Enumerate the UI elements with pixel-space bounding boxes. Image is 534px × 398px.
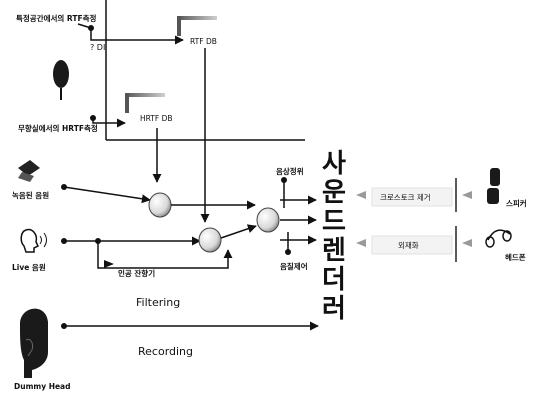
- reverb-arrowhead: [104, 260, 114, 268]
- renderer-char-1: 사: [322, 149, 346, 179]
- rtf-db-label: RTF DB: [190, 37, 217, 46]
- label-speaker: 스피커: [506, 198, 527, 208]
- speaker-icon: [487, 168, 500, 204]
- label-externalization: 외재화: [398, 240, 419, 250]
- output-crosstalk-row: 크로스토크 제거: [356, 178, 472, 212]
- recorded-sound-icon: [18, 160, 40, 182]
- renderer-char-2: 운: [322, 178, 346, 208]
- renderer-char-3: 드: [322, 207, 346, 237]
- rtf-db-icon: [177, 16, 217, 36]
- label-headphone: 헤드폰: [505, 252, 526, 262]
- output-externalization-row: 외재화: [356, 226, 472, 262]
- filter-node-3: [257, 208, 279, 232]
- hrtf-db-label: HRTF DB: [140, 114, 173, 123]
- label-rtf-measure: 특정공간에서의 RTF측정: [16, 13, 96, 23]
- label-position-control: 음상정위: [276, 166, 304, 176]
- label-source-tag: ? DI: [90, 43, 105, 52]
- renderer-char-5: 더: [322, 265, 346, 295]
- faint-arrow-icon-4: [462, 239, 472, 247]
- faint-arrow-icon-2: [462, 191, 472, 199]
- faint-arrow-icon-3: [356, 239, 366, 247]
- label-dummy-head: Dummy Head: [14, 382, 71, 391]
- hrtf-db-icon: [125, 93, 165, 113]
- microphone-icon: [53, 60, 69, 100]
- label-sound-control: 음질제어: [280, 261, 308, 271]
- arrow-to-hrtf-db: [93, 118, 125, 123]
- renderer-char-6: 러: [322, 294, 346, 324]
- arrow-node2-to-node3: [221, 226, 256, 238]
- label-recording: Recording: [138, 345, 193, 358]
- filter-node-2: [199, 228, 221, 252]
- label-crosstalk: 크로스토크 제거: [380, 193, 431, 202]
- person-head-icon: [21, 230, 46, 252]
- arrow-to-rtf-db: [91, 28, 183, 40]
- label-recorded-sound: 녹음된 음원: [12, 190, 49, 200]
- dummy-head-icon: [20, 309, 48, 378]
- faint-arrow-icon: [356, 191, 366, 199]
- filter-node-1: [149, 193, 171, 217]
- label-live-sound: Live 음원: [12, 262, 46, 272]
- arrow-recorded-to-mixer1: [64, 187, 150, 200]
- label-filtering: Filtering: [136, 296, 180, 309]
- renderer-char-4: 렌: [322, 236, 346, 266]
- label-hrtf-measure: 무향실에서의 HRTF측정: [18, 123, 98, 133]
- headphone-icon: [486, 230, 511, 247]
- sound-renderer: 사 운 드 렌 더 러: [322, 149, 346, 324]
- label-artificial-reverb: 인공 잔향기: [118, 268, 155, 278]
